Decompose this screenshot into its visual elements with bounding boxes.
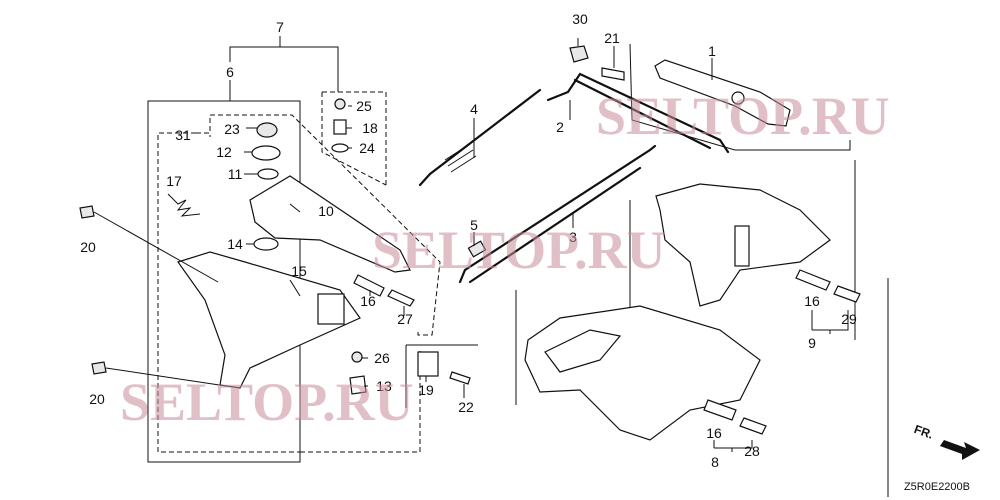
callout-23: 23 xyxy=(224,121,240,137)
watermark-bottom: SELTOP.RU xyxy=(120,372,414,432)
callout-29: 29 xyxy=(841,311,857,327)
part-2-lever xyxy=(546,72,730,154)
watermarks: SELTOP.RU SELTOP.RU SELTOP.RU xyxy=(120,86,890,432)
callout-27: 27 xyxy=(397,311,413,327)
part-8-cover xyxy=(524,305,761,441)
callout-7: 7 xyxy=(276,19,284,35)
callout-10: 10 xyxy=(318,203,334,219)
part-15-bracket xyxy=(177,251,361,389)
callout-numbers: 1 2 3 4 5 6 7 8 9 10 11 12 13 14 15 16 1… xyxy=(80,11,857,470)
callout-30: 30 xyxy=(572,11,588,27)
front-label: FR. xyxy=(912,422,935,442)
callout-19: 19 xyxy=(418,382,434,398)
callout-3: 3 xyxy=(569,229,577,245)
callout-4: 4 xyxy=(470,101,478,117)
callout-1: 1 xyxy=(708,43,716,59)
callout-8: 8 xyxy=(711,454,719,470)
callout-9: 9 xyxy=(808,335,816,351)
watermark-middle: SELTOP.RU xyxy=(372,220,666,280)
callout-5: 5 xyxy=(470,217,478,233)
diagram-code: Z5R0E2200B xyxy=(904,481,970,493)
callout-31: 31 xyxy=(175,127,191,143)
callout-18: 18 xyxy=(362,120,378,136)
part-1-arm xyxy=(654,59,791,127)
callout-16c: 16 xyxy=(706,425,722,441)
callout-20b: 20 xyxy=(89,391,105,407)
callout-16b: 16 xyxy=(804,293,820,309)
front-arrow-icon xyxy=(940,440,980,460)
part-illustrations xyxy=(79,45,980,460)
part-4-spring-rod xyxy=(418,88,542,187)
callout-12: 12 xyxy=(216,144,232,160)
callout-15: 15 xyxy=(291,263,307,279)
callout-16a: 16 xyxy=(360,293,376,309)
callout-2: 2 xyxy=(556,119,564,135)
callout-24: 24 xyxy=(359,140,375,156)
callout-22: 22 xyxy=(458,399,474,415)
callout-6: 6 xyxy=(226,64,234,80)
callout-20a: 20 xyxy=(80,239,96,255)
callout-14: 14 xyxy=(227,236,243,252)
part-3-rod xyxy=(458,144,657,284)
callout-13: 13 xyxy=(376,378,392,394)
leader-lines xyxy=(209,38,849,452)
callout-25: 25 xyxy=(356,98,372,114)
group-frames xyxy=(147,36,889,497)
callout-11: 11 xyxy=(228,166,243,182)
watermark-top: SELTOP.RU xyxy=(596,86,890,146)
callout-28: 28 xyxy=(744,443,760,459)
callout-26: 26 xyxy=(374,350,390,366)
callout-17: 17 xyxy=(166,173,182,189)
part-10-plate xyxy=(249,175,411,273)
callout-21: 21 xyxy=(604,30,620,46)
